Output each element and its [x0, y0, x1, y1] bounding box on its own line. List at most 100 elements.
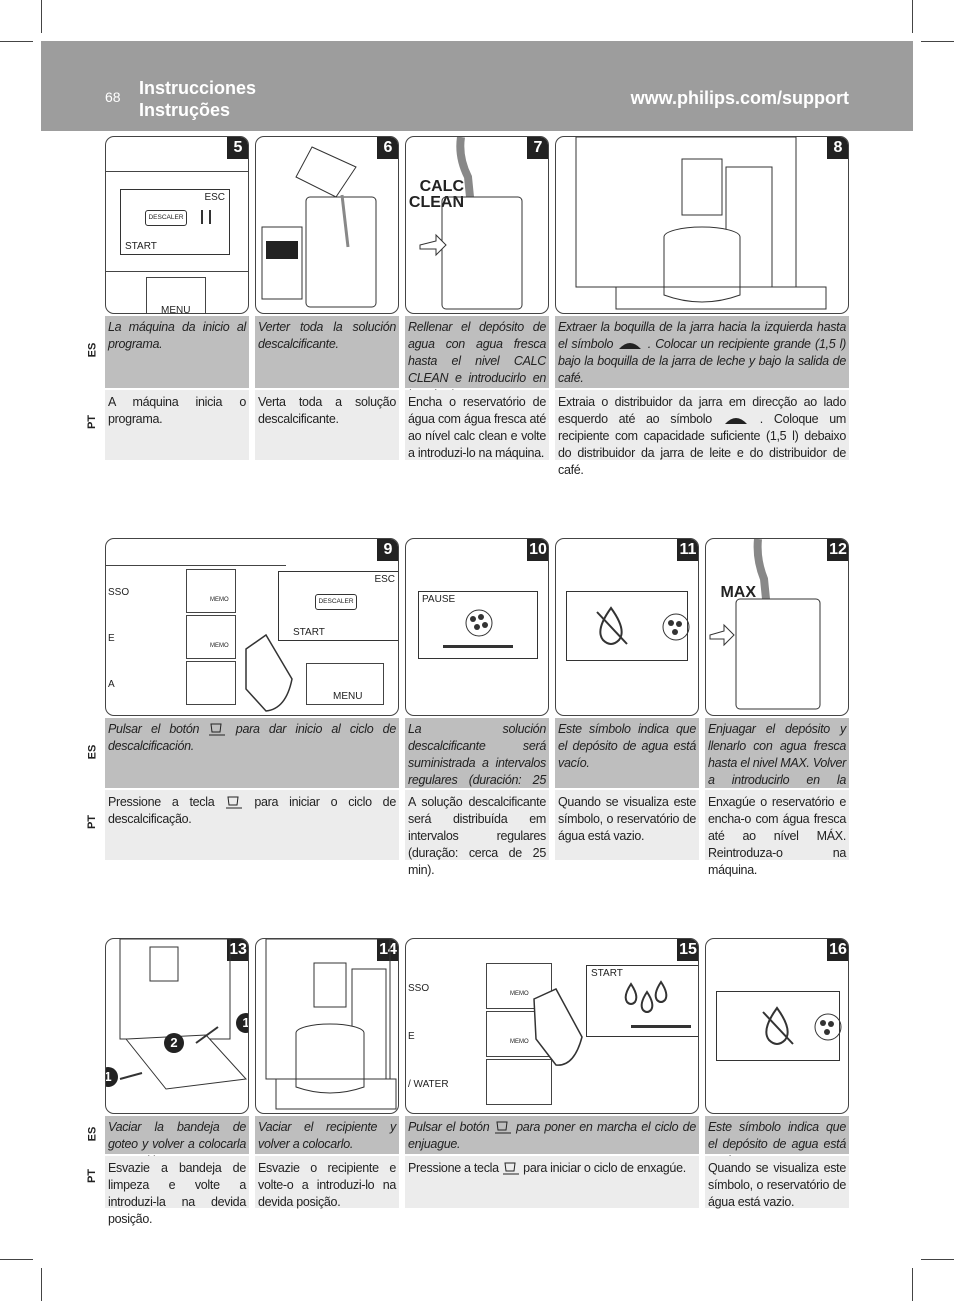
badge-two: 2: [164, 1033, 184, 1053]
step-number: 12: [827, 539, 848, 561]
crop-mark: [0, 1259, 33, 1260]
step-11-illustration: 11: [555, 538, 699, 716]
water-drops-icon: [662, 613, 690, 641]
step-8-es-part-b: . Colocar un recipiente grande (1,5 l) b…: [558, 337, 846, 385]
coffee-button-coffee[interactable]: [186, 615, 236, 659]
step-number: 7: [527, 137, 548, 159]
water-drops-icon: [624, 980, 668, 1013]
step-13-illustration: 13 1 2 1: [105, 938, 249, 1114]
title-pt: Instruções: [139, 100, 231, 120]
memo-cup-icon: [209, 723, 226, 736]
espresso-label: SSO: [408, 983, 430, 994]
step-number: 15: [677, 939, 698, 961]
progress-bar: [443, 645, 513, 648]
coffee-button-espresso[interactable]: [186, 569, 236, 613]
step-10-es: La solución descalcificante será suminis…: [405, 718, 549, 804]
memo-label: MEMO: [510, 991, 529, 997]
step-9-pt-part-a: Pressione a tecla: [108, 795, 215, 809]
level-bars-icon: [201, 210, 211, 224]
machine-display: ESC DESCALER START: [120, 189, 230, 255]
coffee-button-espresso[interactable]: [486, 963, 552, 1009]
step-15-es-part-a: Pulsar el botón: [408, 1120, 490, 1134]
step-7-pt: Encha o reservatório de água com água fr…: [405, 390, 549, 460]
crop-mark: [912, 1268, 913, 1301]
jug-spout-symbol-icon: [724, 417, 747, 424]
crop-mark: [0, 41, 33, 42]
machine-display: [566, 591, 690, 661]
machine-display: START: [586, 965, 698, 1037]
step-number: 10: [527, 539, 548, 561]
menu-label: MENU: [333, 691, 363, 702]
support-url[interactable]: www.philips.com/support: [630, 88, 849, 108]
step-9-es-part-a: Pulsar el botón: [108, 722, 200, 736]
max-callout: MAX: [720, 584, 756, 601]
memo-label: MEMO: [210, 643, 229, 649]
menu-label: MENU: [161, 305, 191, 314]
step-15-illustration: 15 SSO E / WATER MEMO MEMO START: [405, 938, 699, 1114]
step-number: 13: [227, 939, 248, 961]
calc-label: CALC: [419, 178, 464, 195]
step-6-pt: Verta toda a solução descalcificante.: [255, 390, 399, 460]
pause-label: PAUSE: [422, 594, 456, 605]
machine-display: ESC DESCALER START: [278, 571, 398, 641]
step-number: 5: [227, 137, 248, 159]
memo-cup-icon: [226, 796, 243, 809]
step-10-illustration: 10 PAUSE: [405, 538, 549, 716]
step-8-es-part-a: Extraer la boquilla de la jarra hacia la…: [558, 320, 846, 351]
step-14-es: Vaciar el recipiente y volver a colocarl…: [255, 1116, 399, 1154]
step-number: 8: [827, 137, 848, 159]
page-number: 68: [105, 89, 121, 105]
step-6-illustration: 6: [255, 136, 399, 314]
step-9-pt: Pressione a tecla para iniciar o ciclo d…: [105, 790, 399, 860]
memo-cup-icon: [494, 1121, 511, 1134]
memo-label: MEMO: [510, 1039, 529, 1045]
step-12-pt: Enxagúe o reservatório e encha-o com águ…: [705, 790, 849, 877]
step-15-es-part-b: para poner en marcha el ciclo de enjuagu…: [408, 1120, 696, 1151]
descaler-bottle-icon: DESCALER: [315, 594, 357, 610]
menu-button[interactable]: MENU: [146, 277, 206, 314]
step-14-pt: Esvazie o recipiente e volte-o a introdu…: [255, 1156, 399, 1209]
crop-mark: [912, 0, 913, 33]
step-9-es: Pulsar el botón para dar inicio al ciclo…: [105, 718, 399, 788]
descaler-label: DESCALER: [148, 214, 184, 221]
descaler-label: DESCALER: [318, 598, 354, 605]
memo-label: MEMO: [210, 597, 229, 603]
step-15-pt-part-b: para iniciar o ciclo de enxagúe.: [523, 1161, 686, 1175]
hot-water-label: / WATER: [408, 1079, 449, 1090]
pressing-hand-icon: [245, 633, 293, 712]
start-label: START: [125, 241, 157, 252]
step-6-es: Verter toda la solución descalcificante.: [255, 316, 399, 388]
step-11-es: Este símbolo indica que el depósito de a…: [555, 718, 699, 788]
step-9-pt-part-b: para iniciar o ciclo de descalcificação.: [108, 795, 396, 826]
step-15-pt: Pressione a tecla para iniciar o ciclo d…: [405, 1156, 699, 1208]
no-water-icon: [762, 1006, 794, 1045]
step-16-es: Este símbolo indica que el depósito de a…: [705, 1116, 849, 1168]
step-8-illustration: 8: [555, 136, 849, 314]
page-header: 68 Instrucciones Instruções www.philips.…: [41, 41, 913, 131]
step-7-es: Rellenar el depósito de agua con agua fr…: [405, 316, 549, 402]
esc-label: ESC: [374, 574, 395, 585]
step-14-illustration: 14: [255, 938, 399, 1114]
step-16-illustration: 16: [705, 938, 849, 1114]
esc-label: ESC: [204, 192, 225, 203]
clean-label: CLEAN: [408, 194, 464, 211]
step-16-pt: Quando se visualiza este símbolo, o rese…: [705, 1156, 849, 1209]
hot-water-button[interactable]: [486, 1059, 552, 1105]
coffee-label: E: [408, 1031, 415, 1042]
jug-spout-symbol-icon: [619, 342, 642, 349]
page-title: Instrucciones Instruções: [139, 77, 256, 121]
step-number: 11: [677, 539, 698, 561]
step-5-illustration: 5 ESC DESCALER START MENU: [105, 136, 249, 314]
step-8-es: Extraer la boquilla de la jarra hacia la…: [555, 316, 849, 388]
coffee-button-bean[interactable]: [186, 661, 236, 705]
start-label: START: [591, 968, 623, 979]
memo-cup-icon: [502, 1162, 519, 1175]
step-12-es: Enjuagar el depósito y llenarlo con agua…: [705, 718, 849, 804]
step-15-es: Pulsar el botón para poner en marcha el …: [405, 1116, 699, 1154]
step-5-pt: A máquina inicia o programa.: [105, 390, 249, 460]
menu-button[interactable]: MENU: [306, 663, 384, 705]
machine-container-icon: [265, 939, 397, 1110]
step-number: 9: [377, 539, 398, 561]
descaler-bottle-icon: DESCALER: [145, 210, 187, 226]
step-13-es: Vaciar la bandeja de goteo y volver a co…: [105, 1116, 249, 1168]
